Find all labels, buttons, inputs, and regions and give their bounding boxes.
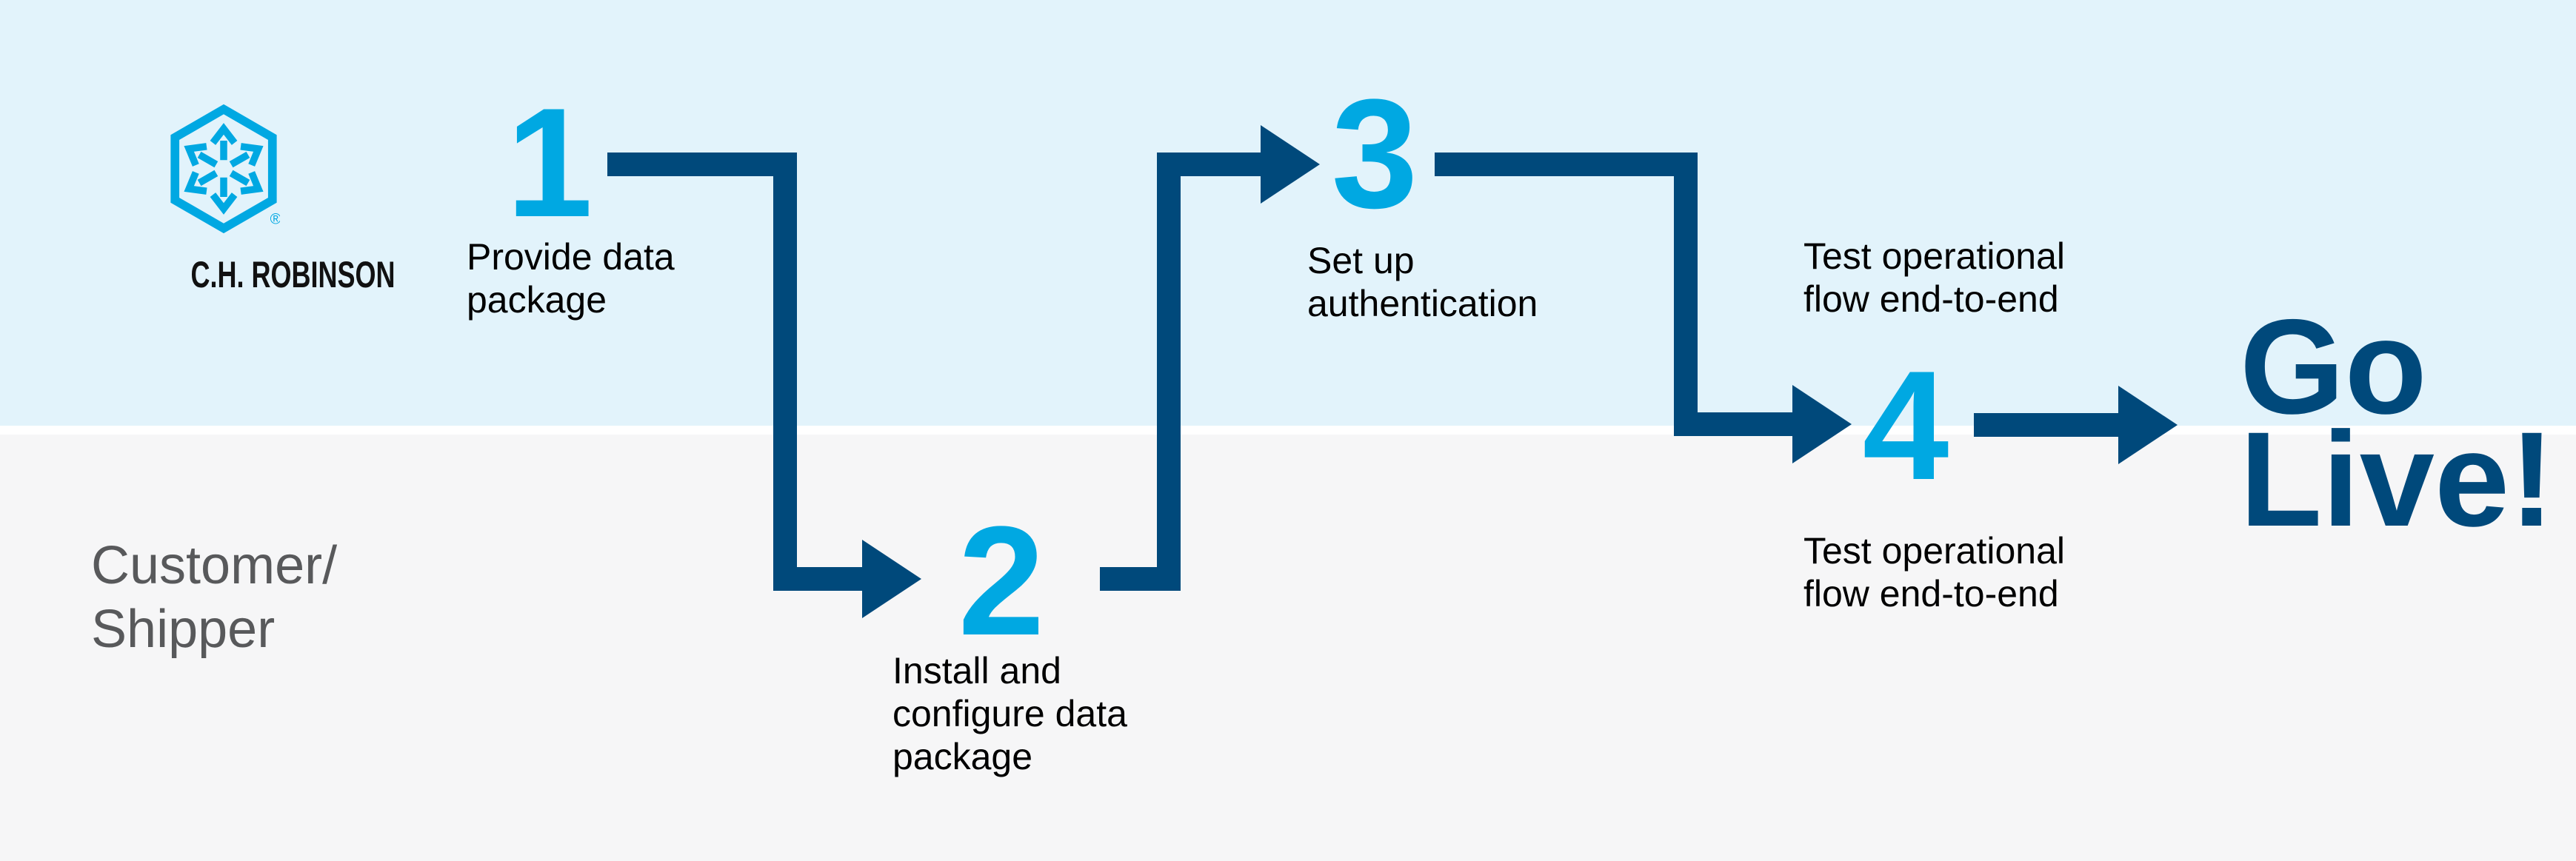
step3-label: Set up authentication [1307,240,1538,324]
lane-chrobinson [0,0,2576,426]
customer-shipper-label-line1: Customer/ [91,536,338,595]
go-live-text: Go Live! [2240,0,2576,861]
step1-number: 1 [506,76,593,249]
customer-shipper-label: Customer/ Shipper [91,534,337,661]
step2-number: 2 [958,494,1045,668]
lane-customer-shipper [0,435,2576,861]
customer-shipper-label-line2: Shipper [91,600,276,659]
step1-label: Provide data package [467,236,675,321]
arrow-step4-to-golive-icon [1974,386,2178,464]
step4-label-top: Test operational flow end-to-end [1803,235,2066,320]
step2-label: Install and configure data package [892,650,1127,777]
step4-number: 4 [1862,338,1949,512]
arrow-step1-to-step2-icon [607,153,921,618]
chrobinson-logo: ® [167,104,280,234]
step4-label-bottom: Test operational flow end-to-end [1803,530,2066,614]
arrow-step2-to-step3-icon [1100,125,1320,591]
step3-number: 3 [1331,67,1418,241]
registered-trademark-icon: ® [270,211,280,228]
go-live-line1: Go [2240,291,2427,442]
go-live-line2: Live! [2240,403,2555,555]
chrobinson-hexagon-icon: ® [170,104,280,234]
arrow-step3-to-step4-icon [1435,153,1852,463]
